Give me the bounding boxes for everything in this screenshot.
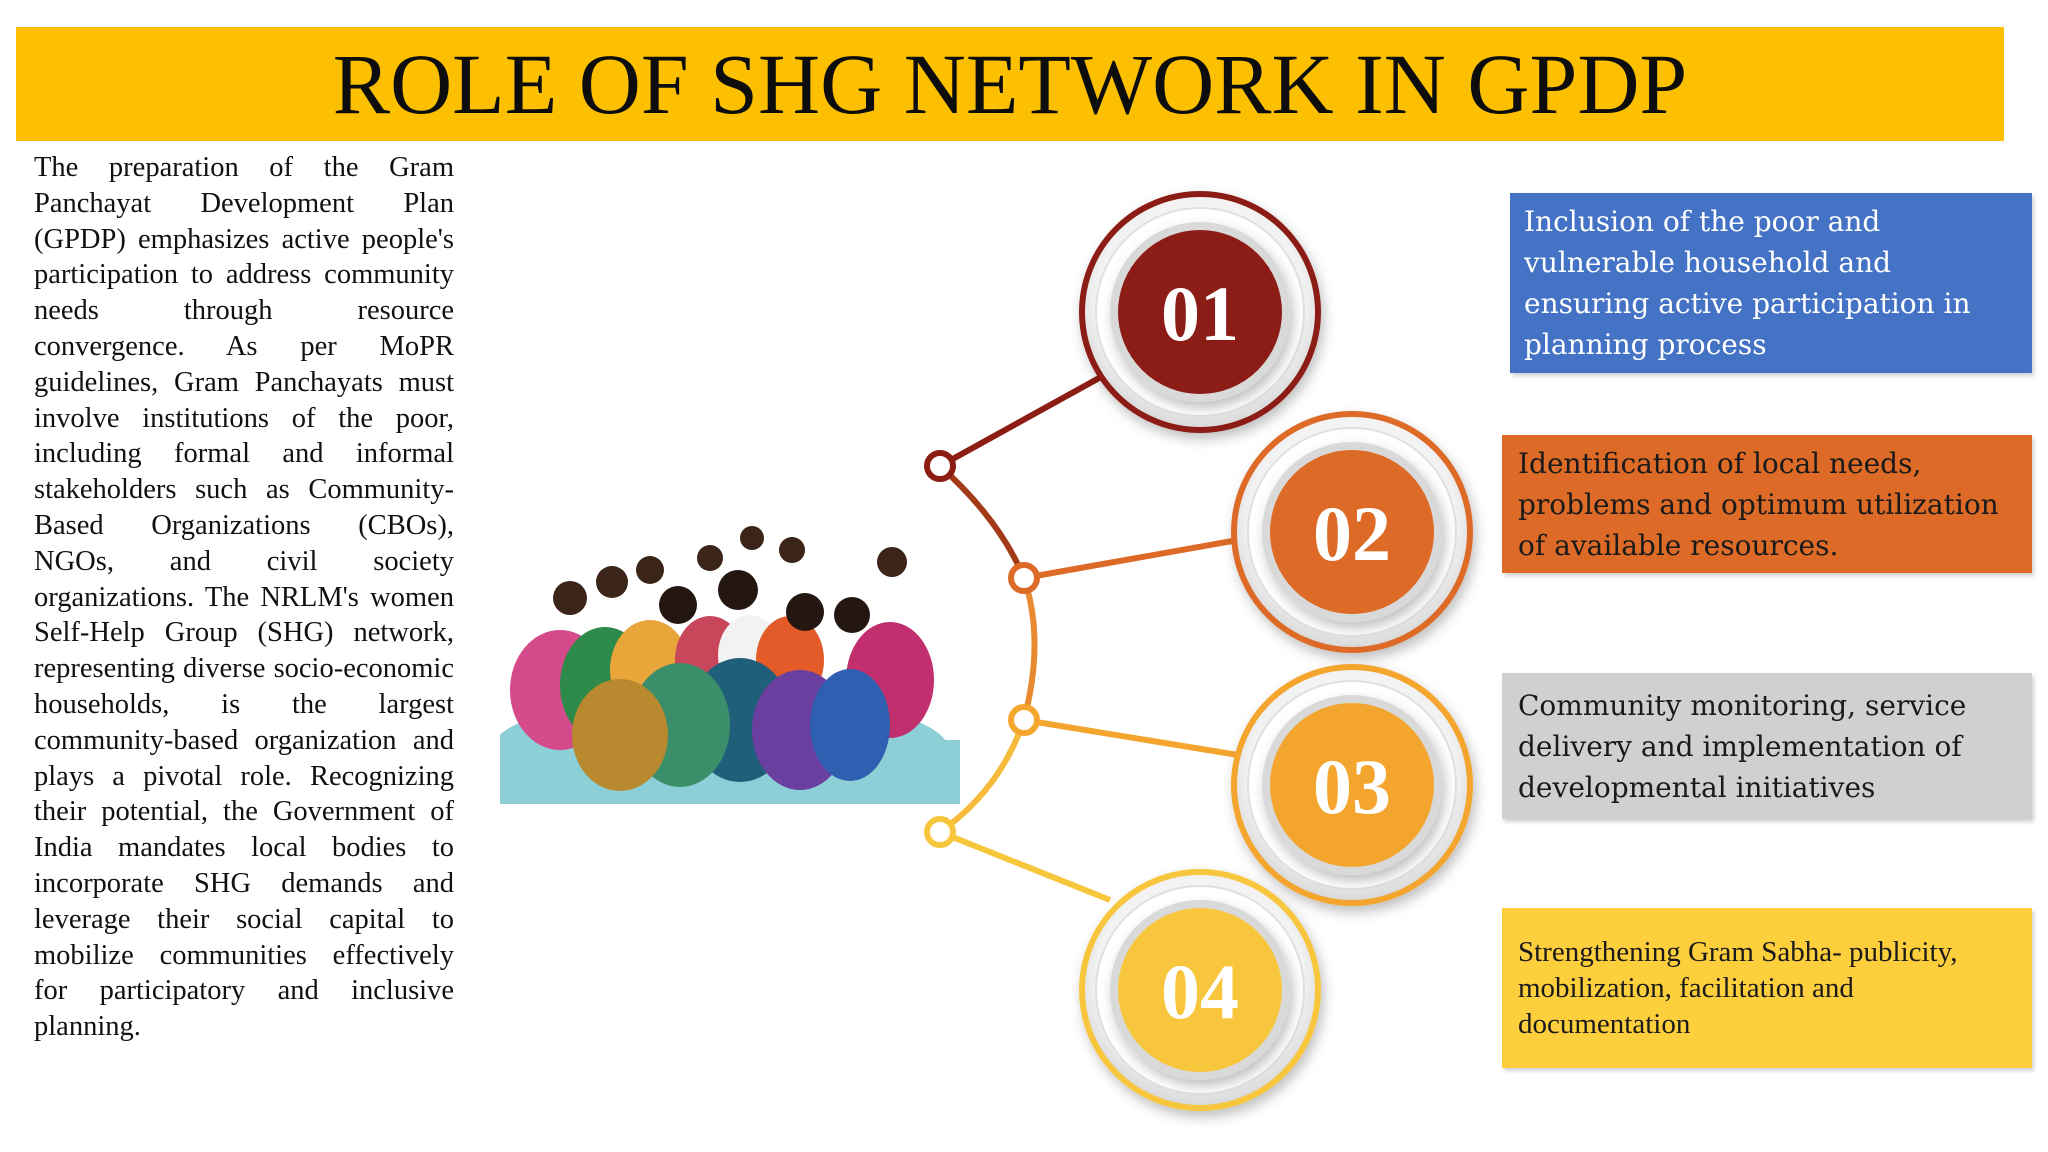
step-box-04: Strengthening Gram Sabha- publicity, mob…: [1502, 908, 2032, 1068]
step-text-03: Community monitoring, service delivery a…: [1518, 688, 1967, 804]
step-number-02: 02: [1313, 490, 1391, 577]
step-circle-02: 02: [1231, 411, 1473, 653]
step-box-03: Community monitoring, service delivery a…: [1502, 673, 2032, 819]
step-box-02: Identification of local needs, problems …: [1502, 435, 2032, 573]
step-text-01: Inclusion of the poor and vulnerable hou…: [1524, 205, 1971, 361]
women-group-photo: [500, 520, 960, 804]
junction-dot-3: [1008, 704, 1040, 736]
step-box-01: Inclusion of the poor and vulnerable hou…: [1510, 193, 2032, 373]
spoke-4: [938, 829, 1112, 903]
step-number-01: 01: [1161, 270, 1239, 357]
step-number-03: 03: [1313, 743, 1391, 830]
spoke-2: [1023, 537, 1239, 581]
step-number-04: 04: [1161, 948, 1239, 1035]
intro-paragraph: The preparation of the Gram Panchayat De…: [34, 152, 454, 1043]
page-title: ROLE OF SHG NETWORK IN GPDP: [332, 36, 1688, 132]
spoke-3: [1023, 717, 1239, 758]
spine-segment-2: [1021, 577, 1038, 721]
step-circle-01: 01: [1079, 191, 1321, 433]
junction-dot-2: [1008, 562, 1040, 594]
spoke-1: [938, 369, 1112, 469]
junction-dot-1: [924, 450, 956, 482]
step-circle-03: 03: [1231, 664, 1473, 906]
title-bar: ROLE OF SHG NETWORK IN GPDP: [16, 27, 2004, 141]
step-circle-04: 04: [1079, 869, 1321, 1111]
junction-dot-4: [924, 816, 956, 848]
step-text-04: Strengthening Gram Sabha- publicity, mob…: [1518, 936, 1958, 1040]
step-text-02: Identification of local needs, problems …: [1518, 446, 1999, 562]
